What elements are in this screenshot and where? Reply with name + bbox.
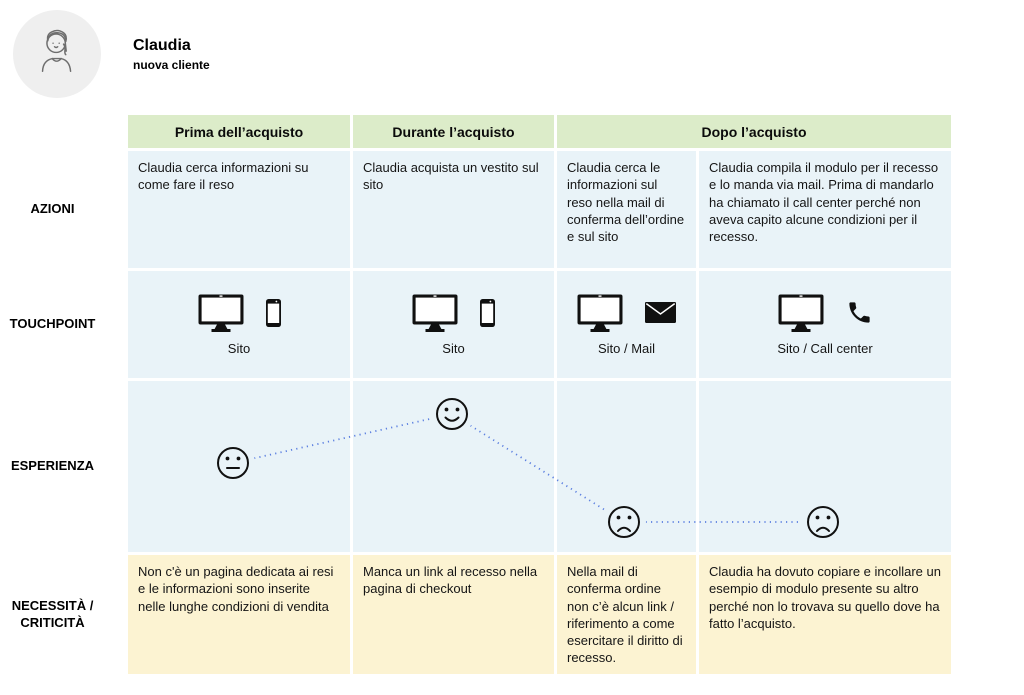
touchpoint-cell-3: Sito / Mail <box>557 271 696 378</box>
persona-subtitle: nuova cliente <box>133 57 210 72</box>
azioni-cell-2: Claudia acquista un vestito sul sito <box>353 151 554 268</box>
corner-cell <box>0 115 125 148</box>
azioni-cell-1: Claudia cerca informazioni su come fare … <box>128 151 350 268</box>
monitor-icon <box>577 294 623 332</box>
phone-icon <box>846 299 873 326</box>
row-label-esperienza: ESPERIENZA <box>10 458 95 474</box>
persona-name: Claudia <box>133 37 191 55</box>
phase-header-prima: Prima dell’acquisto <box>128 115 350 148</box>
touchpoint-label: Sito <box>442 340 465 356</box>
monitor-icon <box>198 294 244 332</box>
esperienza-cell-2 <box>353 381 554 552</box>
necessita-cell-2: Manca un link al recesso nella pagina di… <box>353 555 554 674</box>
smartphone-icon <box>480 298 495 327</box>
monitor-icon <box>778 294 824 332</box>
touchpoint-icons <box>577 294 676 332</box>
touchpoint-icons <box>412 294 495 332</box>
row-label-necessita: NECESSITÀ / CRITICITÀ <box>11 597 94 630</box>
avatar <box>13 10 101 98</box>
azioni-cell-3: Claudia cerca le informazioni sul reso n… <box>557 151 696 268</box>
esperienza-cell-1 <box>128 381 350 552</box>
phase-header-durante: Durante l’acquisto <box>353 115 554 148</box>
row-label-touchpoint: TOUCHPOINT <box>9 316 96 332</box>
necessita-cell-4: Claudia ha dovuto copiare e incollare un… <box>699 555 951 674</box>
esperienza-cell-3 <box>557 381 696 552</box>
touchpoint-cell-4: Sito / Call center <box>699 271 951 378</box>
touchpoint-label: Sito / Call center <box>777 340 873 356</box>
touchpoint-label: Sito <box>227 340 251 356</box>
touchpoint-cell-2: Sito <box>353 271 554 378</box>
mail-icon <box>645 302 676 323</box>
touchpoint-cell-1: Sito <box>128 271 350 378</box>
necessita-cell-1: Non c'è un pagina dedicata ai resi e le … <box>128 555 350 674</box>
persona-header: Claudia nuova cliente <box>13 10 210 98</box>
woman-avatar-icon <box>29 23 85 86</box>
touchpoint-label: Sito / Mail <box>597 340 656 356</box>
esperienza-cell-4 <box>699 381 951 552</box>
monitor-icon <box>412 294 458 332</box>
touchpoint-icons <box>778 294 873 332</box>
azioni-cell-4: Claudia compila il modulo per il recesso… <box>699 151 951 268</box>
touchpoint-icons <box>198 294 281 332</box>
phase-header-dopo: Dopo l’acquisto <box>557 115 951 148</box>
smartphone-icon <box>265 298 281 327</box>
row-label-azioni: AZIONI <box>30 201 75 217</box>
journey-table: Prima dell’acquisto Durante l’acquisto D… <box>0 115 951 674</box>
persona-text: Claudia nuova cliente <box>133 36 210 71</box>
necessita-cell-3: Nella mail di conferma ordine non c’è al… <box>557 555 696 674</box>
